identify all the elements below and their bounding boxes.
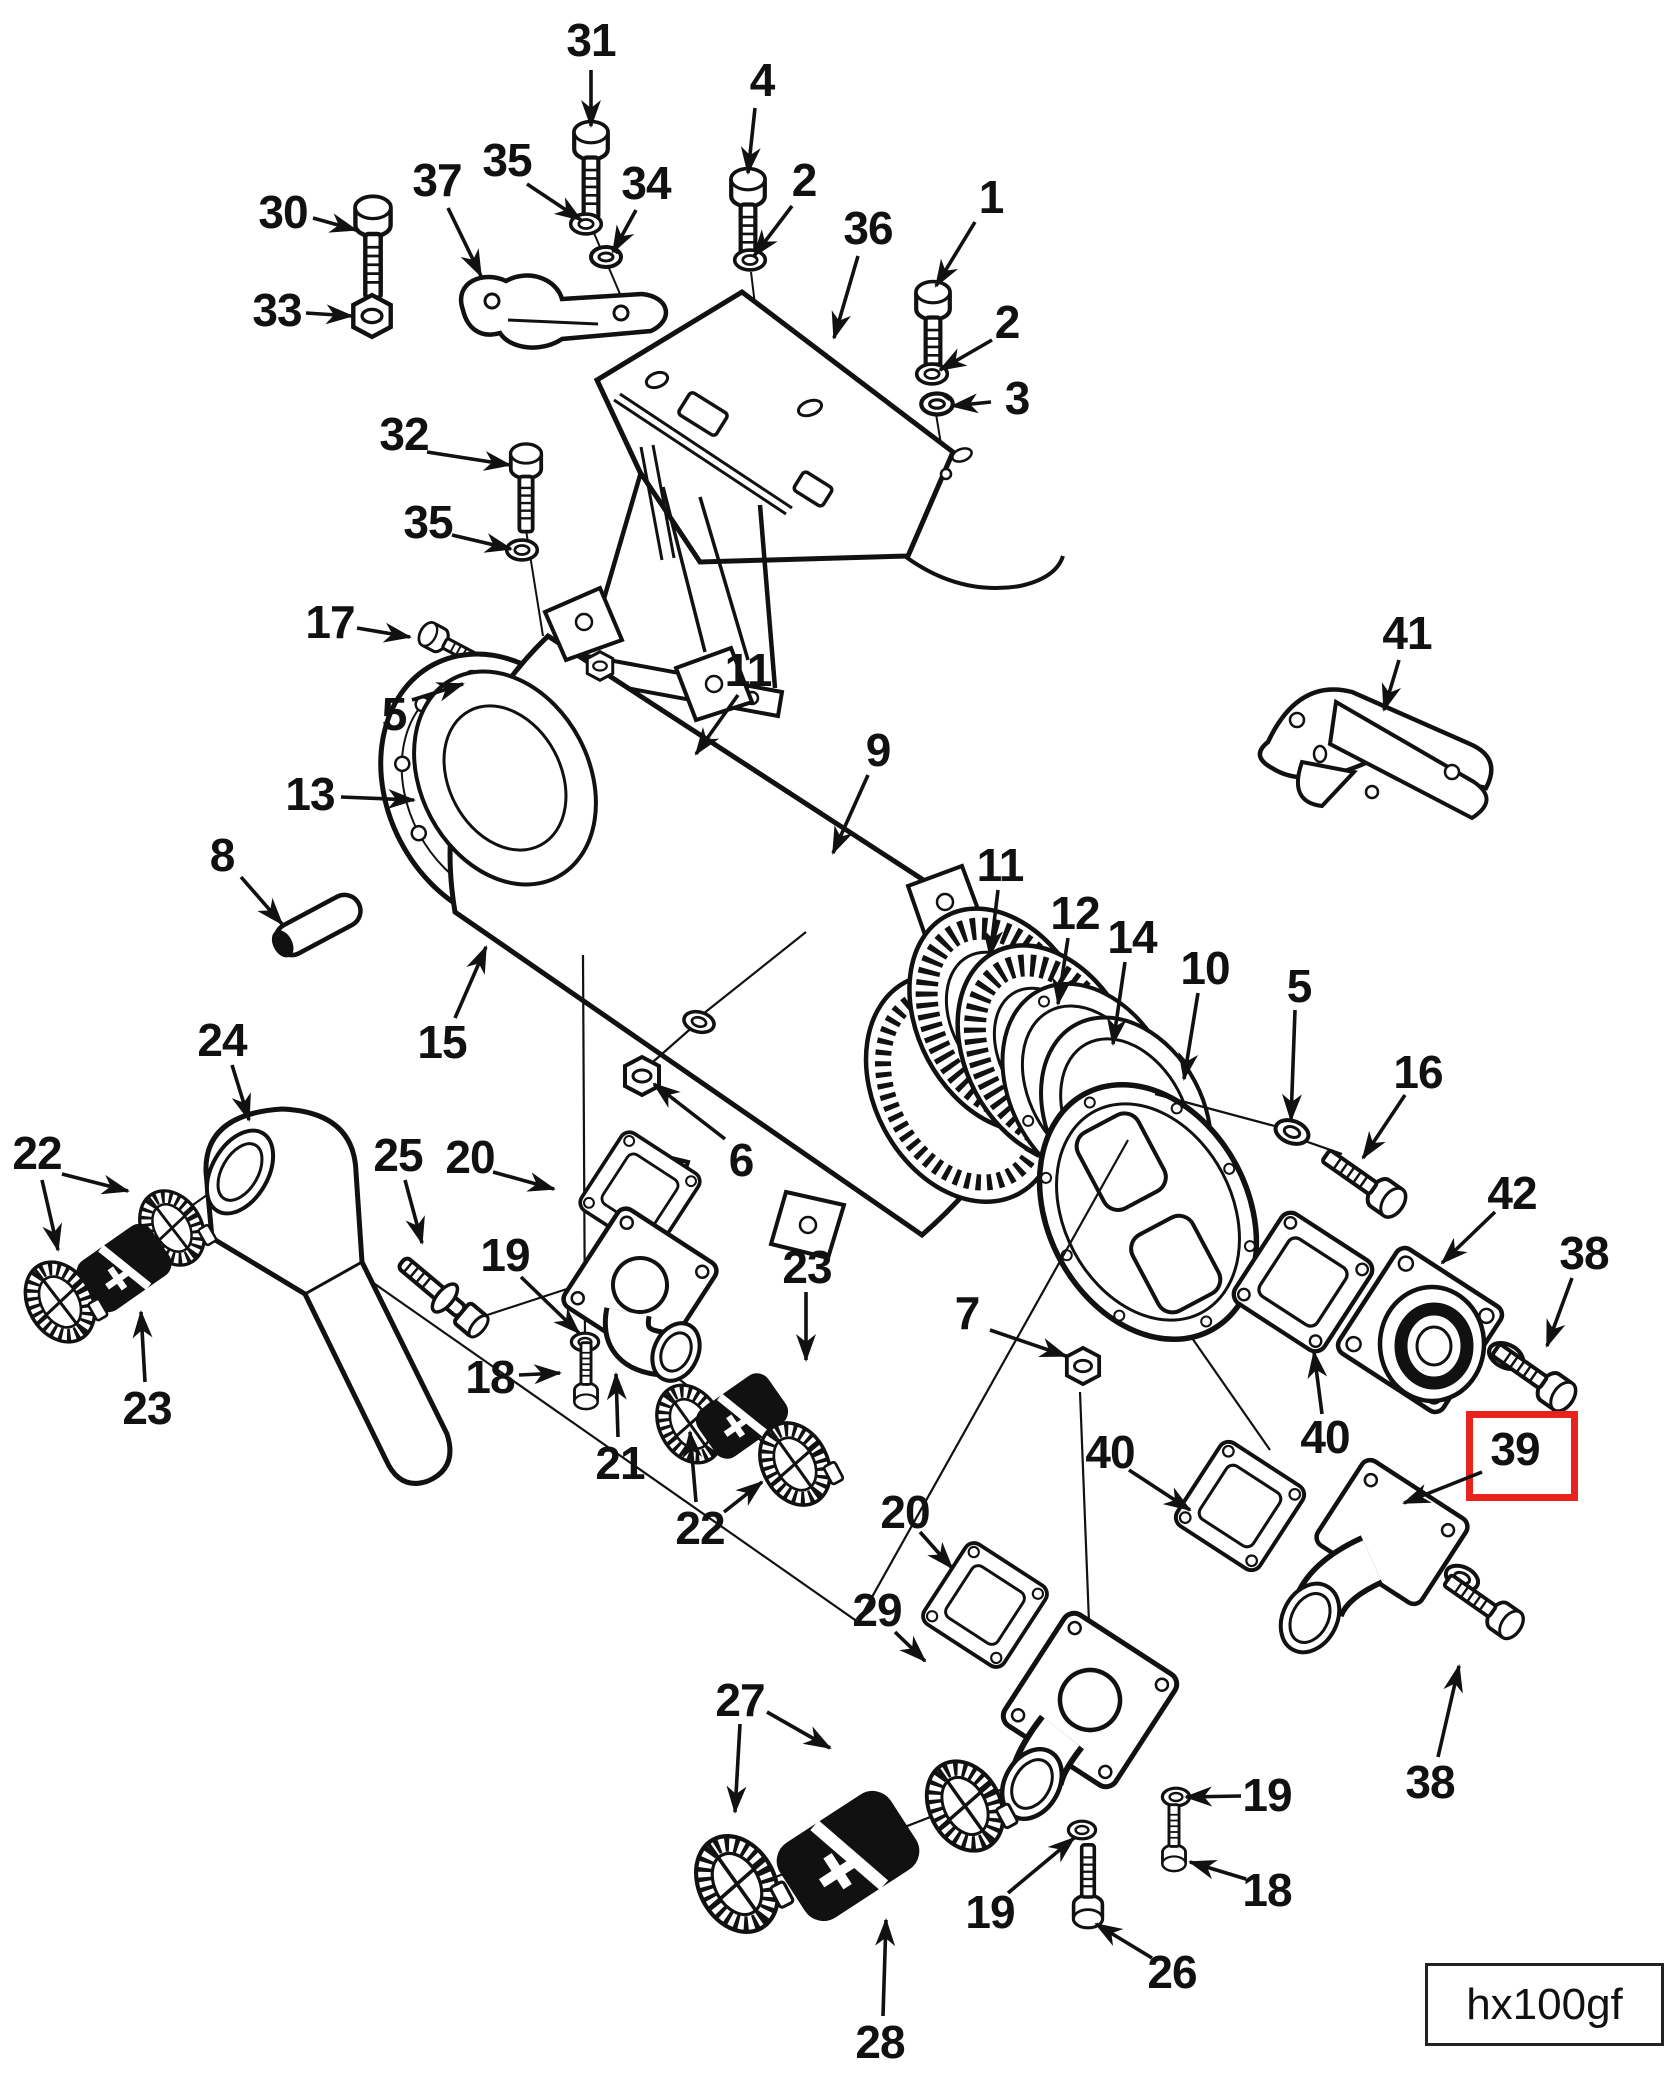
callout-10: 10 xyxy=(1180,942,1230,994)
elbow-39 xyxy=(1278,1457,1470,1655)
callout-41: 41 xyxy=(1382,607,1432,659)
callout-37: 37 xyxy=(412,154,462,206)
callout-39: 39 xyxy=(1490,1423,1540,1475)
bracket-41 xyxy=(1257,687,1494,821)
callout-23: 23 xyxy=(782,1241,832,1293)
callout-4: 4 xyxy=(749,54,776,106)
callout-19: 19 xyxy=(965,1886,1015,1938)
callout-20: 20 xyxy=(445,1131,495,1183)
pipe-24 xyxy=(203,1106,453,1486)
callout-35: 35 xyxy=(482,134,532,186)
callout-18: 18 xyxy=(465,1351,515,1403)
callout-22: 22 xyxy=(12,1127,62,1179)
figure-code-box: hx100gf xyxy=(1425,1963,1664,2046)
stud-25 xyxy=(397,1256,490,1339)
callout-18: 18 xyxy=(1242,1864,1292,1916)
callout-5: 5 xyxy=(381,688,408,740)
flange-42 xyxy=(1335,1245,1505,1415)
callout-33: 33 xyxy=(252,284,302,336)
callout-23: 23 xyxy=(122,1382,172,1434)
callout-21: 21 xyxy=(595,1437,645,1489)
callout-24: 24 xyxy=(197,1014,247,1066)
callout-8: 8 xyxy=(209,829,236,881)
callout-11: 11 xyxy=(976,839,1025,891)
elbow-21 xyxy=(561,1206,719,1383)
callout-11: 11 xyxy=(724,644,773,696)
callout-2: 2 xyxy=(791,154,818,206)
callout-14: 14 xyxy=(1107,911,1157,963)
callout-6: 6 xyxy=(728,1134,755,1186)
callout-35: 35 xyxy=(403,496,453,548)
callout-12: 12 xyxy=(1050,887,1100,939)
callout-28: 28 xyxy=(855,2016,905,2068)
pin-8 xyxy=(271,892,363,958)
callout-22: 22 xyxy=(675,1502,725,1554)
callout-38: 38 xyxy=(1405,1756,1455,1808)
figure-code: hx100gf xyxy=(1466,1979,1623,2029)
callout-20: 20 xyxy=(880,1486,930,1538)
callout-31: 31 xyxy=(566,14,616,66)
callout-7: 7 xyxy=(954,1287,981,1339)
callout-2: 2 xyxy=(994,296,1021,348)
callout-29: 29 xyxy=(852,1584,902,1636)
callout-42: 42 xyxy=(1487,1167,1537,1219)
callout-34: 34 xyxy=(621,157,671,209)
end-cover-10 xyxy=(1036,1081,1260,1343)
callout-1: 1 xyxy=(978,171,1005,223)
bracket-37 xyxy=(458,273,669,350)
mounting-plate-36 xyxy=(593,288,1065,590)
callout-27: 27 xyxy=(715,1674,765,1726)
callout-17: 17 xyxy=(305,596,355,648)
callout-13: 13 xyxy=(285,768,335,820)
callout-26: 26 xyxy=(1147,1946,1197,1998)
callout-25: 25 xyxy=(373,1129,423,1181)
callout-36: 36 xyxy=(843,202,893,254)
callout-32: 32 xyxy=(379,408,429,460)
callout-9: 9 xyxy=(865,724,892,776)
callout-38: 38 xyxy=(1559,1227,1609,1279)
elbow-29 xyxy=(999,1610,1180,1822)
callout-5: 5 xyxy=(1286,960,1313,1012)
callout-40: 40 xyxy=(1300,1411,1350,1463)
callout-3: 3 xyxy=(1004,372,1031,424)
highlight-box xyxy=(1466,1411,1578,1501)
callout-19: 19 xyxy=(480,1229,530,1281)
callout-40: 40 xyxy=(1085,1426,1135,1478)
callout-15: 15 xyxy=(417,1016,467,1068)
callout-19: 19 xyxy=(1242,1769,1292,1821)
callout-16: 16 xyxy=(1393,1046,1443,1098)
callout-30: 30 xyxy=(258,186,308,238)
